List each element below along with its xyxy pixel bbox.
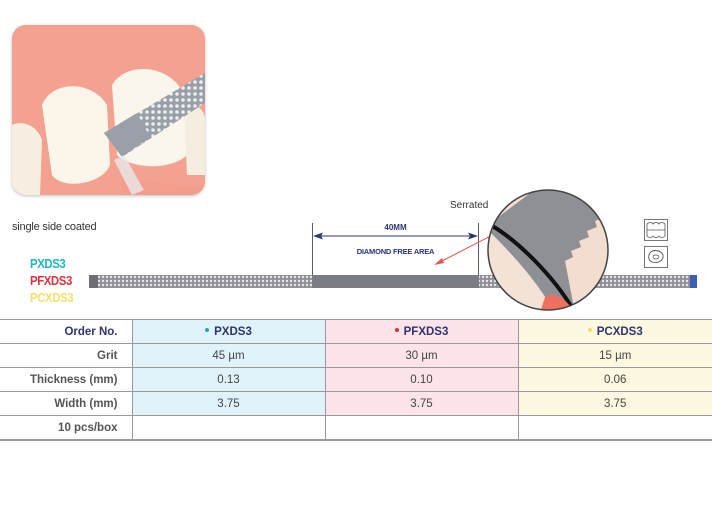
row-header: Grit xyxy=(0,343,133,368)
table-cell: 3.75 xyxy=(517,391,712,416)
product-photo xyxy=(12,25,205,195)
yellow-dot-icon xyxy=(587,328,592,333)
table-cell xyxy=(517,415,712,441)
table-cell: 15 µm xyxy=(517,343,712,368)
table-cell: 30 µm xyxy=(324,343,519,368)
red-dot-icon xyxy=(394,328,399,333)
diamond-free-dimension: 40MM DIAMOND FREE AREA xyxy=(312,223,479,275)
cyan-dot-icon xyxy=(205,328,210,333)
code-label-pxds3: PXDS3 xyxy=(30,256,66,271)
serrated-label: Serrated xyxy=(450,200,489,211)
dimension-label: 40MM xyxy=(384,223,407,232)
row-header: Width (mm) xyxy=(0,391,133,416)
table-cell: 3.75 xyxy=(131,391,326,416)
serrated-edge-magnifier xyxy=(485,187,611,313)
order-no-pcxds3: PCXDS3 xyxy=(517,319,712,344)
order-no-pfxds3: PFXDS3 xyxy=(324,319,519,344)
row-header: 10 pcs/box xyxy=(0,415,133,441)
table-cell xyxy=(324,415,519,441)
table-row-width: Width (mm) 3.75 3.75 3.75 xyxy=(0,391,712,416)
table-row-pack: 10 pcs/box xyxy=(0,415,712,441)
coating-caption: single side coated xyxy=(12,221,97,233)
table-cell: 0.06 xyxy=(517,367,712,392)
table-cell xyxy=(131,415,326,441)
table-cell: 0.13 xyxy=(131,367,326,392)
table-row-order-no: Order No. PXDS3 PFXDS3 PCXDS3 xyxy=(0,319,712,344)
order-no-pxds3: PXDS3 xyxy=(131,319,326,344)
diamond-free-area-label: DIAMOND FREE AREA xyxy=(356,247,435,256)
row-header: Order No. xyxy=(0,319,133,344)
tooth-occlusal-icon xyxy=(644,246,668,268)
teeth-contact-icon xyxy=(644,219,668,241)
table-row-grit: Grit 45 µm 30 µm 15 µm xyxy=(0,343,712,368)
table-cell: 45 µm xyxy=(131,343,326,368)
row-header: Thickness (mm) xyxy=(0,367,133,392)
spec-table: Order No. PXDS3 PFXDS3 PCXDS3 Grit 45 µm… xyxy=(0,319,712,441)
table-cell: 0.10 xyxy=(324,367,519,392)
code-label-pcxds3: PCXDS3 xyxy=(30,290,74,305)
table-row-thickness: Thickness (mm) 0.13 0.10 0.06 xyxy=(0,367,712,392)
code-label-pfxds3: PFXDS3 xyxy=(30,273,72,288)
table-cell: 3.75 xyxy=(324,391,519,416)
